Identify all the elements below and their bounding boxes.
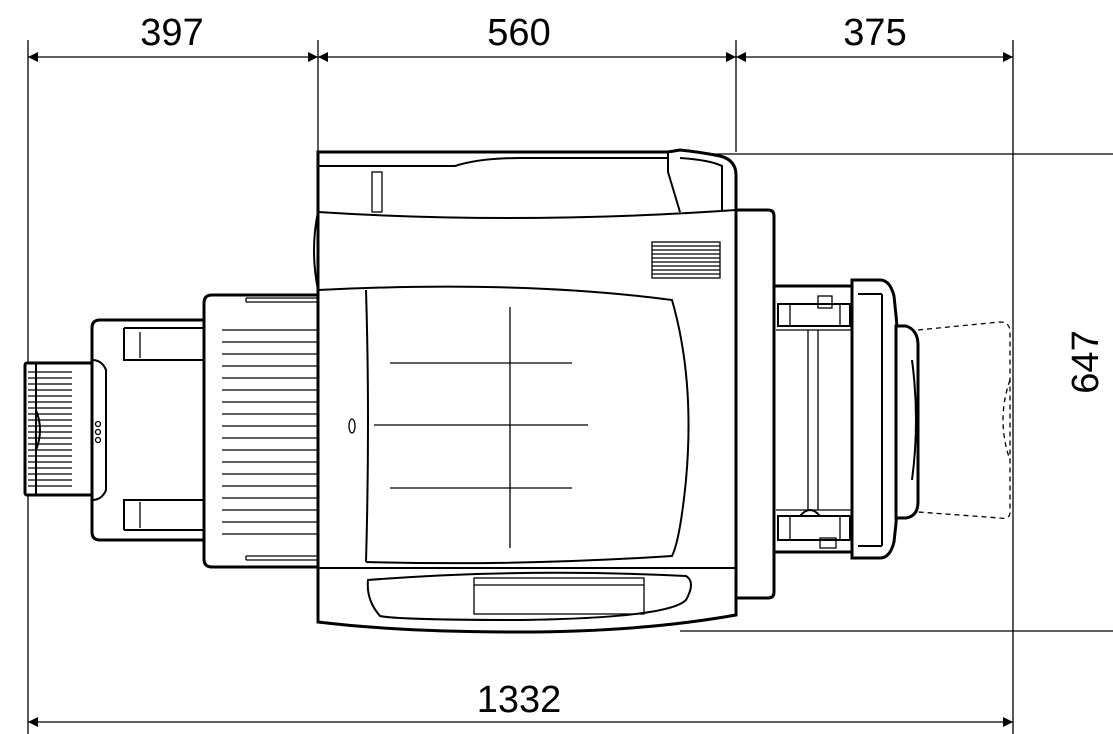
- dim-center-label: 560: [487, 12, 550, 54]
- printer-main-body: [313, 148, 776, 634]
- rear-louver-section: [202, 293, 322, 569]
- rear-extension-knob: [23, 361, 95, 497]
- knob-ribs: [28, 371, 72, 487]
- vent-grill: [651, 241, 721, 279]
- dim-right-label: 375: [843, 12, 906, 54]
- dim-depth-label: 647: [1065, 330, 1107, 393]
- louver-lines: [222, 297, 320, 561]
- rear-paper-tray: [90, 318, 207, 542]
- front-handle-extension: [894, 321, 1011, 520]
- dim-left-label: 397: [140, 12, 203, 54]
- dim-total-label: 1332: [477, 679, 562, 721]
- front-feed-tray: [772, 278, 903, 560]
